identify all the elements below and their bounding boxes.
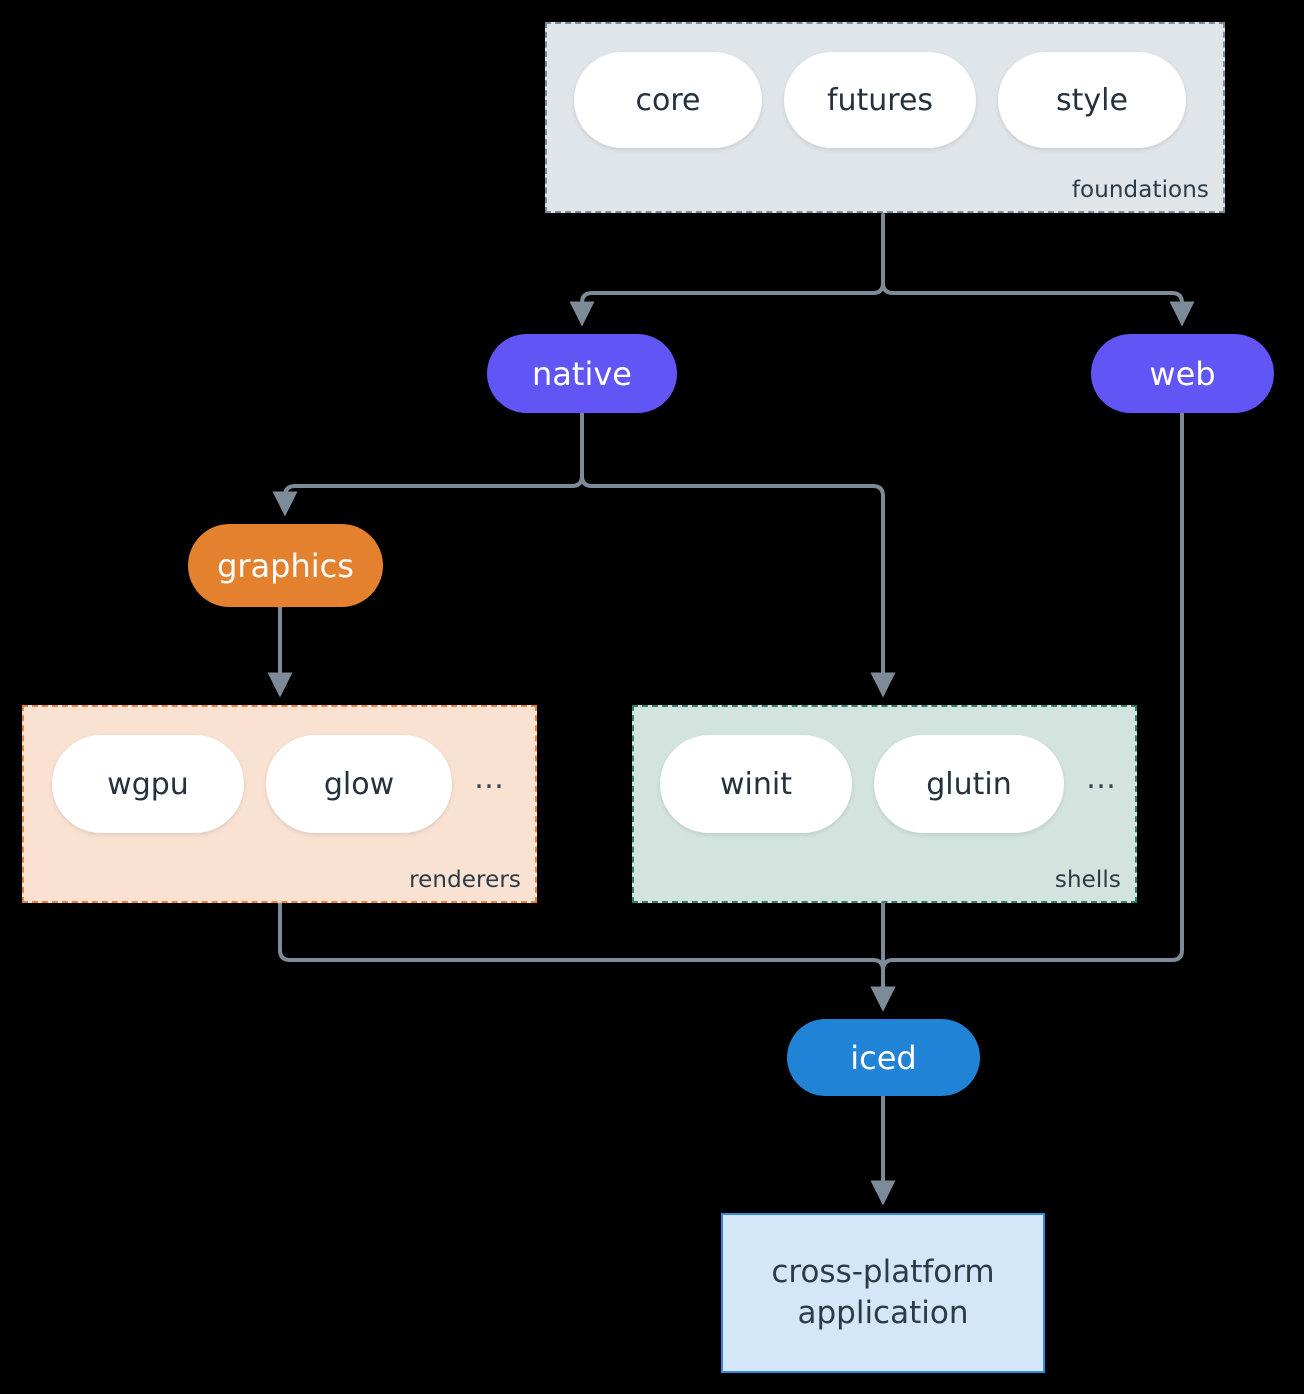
group-foundations: core futures style foundations: [545, 22, 1225, 213]
foundations-items: core futures style: [574, 52, 1186, 148]
node-web[interactable]: web: [1091, 334, 1274, 413]
node-wgpu[interactable]: wgpu: [52, 735, 244, 833]
edge-native-shells: [580, 411, 896, 698]
group-label-foundations: foundations: [1071, 177, 1209, 203]
group-renderers: wgpu glow … renderers: [22, 705, 537, 903]
node-style[interactable]: style: [998, 52, 1186, 148]
edge-foundations-native: [569, 213, 885, 327]
group-shells: winit glutin … shells: [632, 705, 1137, 903]
node-native[interactable]: native: [487, 334, 677, 413]
node-iced[interactable]: iced: [787, 1019, 980, 1096]
shells-items: winit glutin …: [660, 735, 1117, 833]
edge-foundations-web: [881, 213, 1195, 327]
node-glow[interactable]: glow: [266, 735, 452, 833]
node-winit[interactable]: winit: [660, 735, 852, 833]
group-label-renderers: renderers: [409, 867, 521, 893]
node-futures[interactable]: futures: [784, 52, 976, 148]
group-label-shells: shells: [1054, 867, 1121, 893]
node-glutin[interactable]: glutin: [874, 735, 1064, 833]
renderers-items: wgpu glow …: [52, 735, 505, 833]
node-graphics[interactable]: graphics: [188, 524, 383, 607]
shells-ellipsis: …: [1086, 761, 1117, 796]
node-core[interactable]: core: [574, 52, 762, 148]
edge-renderers-iced: [278, 901, 896, 1012]
edge-native-graphics: [272, 411, 584, 517]
application-label-line2: application: [797, 1295, 969, 1331]
renderers-ellipsis: …: [474, 761, 505, 796]
application-label: cross-platform application: [771, 1252, 994, 1334]
application-label-line1: cross-platform: [771, 1254, 995, 1291]
node-cross-platform-application[interactable]: cross-platform application: [721, 1213, 1045, 1373]
